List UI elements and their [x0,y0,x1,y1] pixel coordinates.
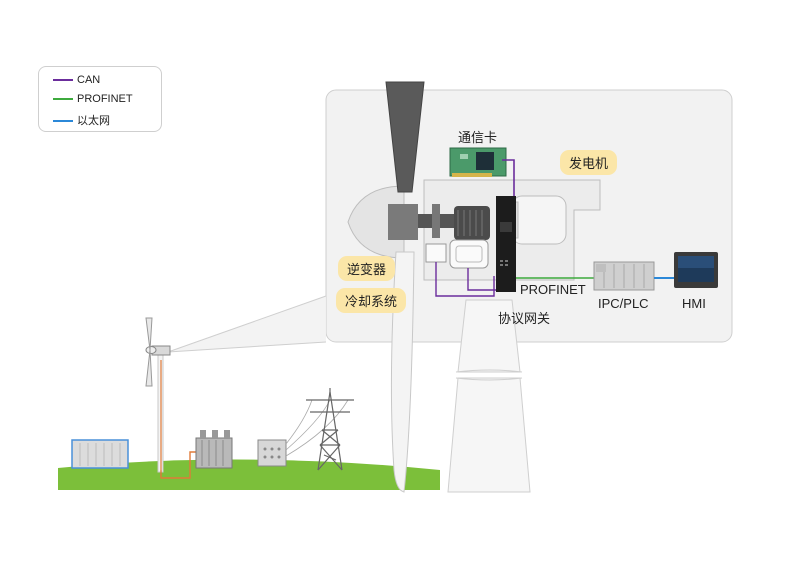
gearbox [454,206,490,240]
legend-item-ethernet: 以太网 [53,112,110,128]
legend: CAN PROFINET 以太网 [38,66,162,132]
switchgear-cabinet [257,439,287,467]
container-unit [71,439,129,469]
comm-card [449,147,507,177]
label-ipc-plc: IPC/PLC [598,296,649,311]
label-hmi: HMI [682,296,706,311]
label-comm-card: 通信卡 [458,130,498,145]
legend-item-profinet: PROFINET [53,93,133,105]
inverter-unit [425,243,447,263]
transformer [195,437,233,469]
power-pylon [306,388,354,471]
label-generator: 发电机 [560,150,618,175]
small-turbine-blades [145,317,153,387]
label-inverter: 逆变器 [338,256,396,281]
blade-top [385,81,425,193]
label-cooling-system: 冷却系统 [336,288,407,313]
ipc-plc-unit [593,261,655,291]
label-profinet: PROFINET [520,282,586,297]
protocol-gateway [496,196,516,292]
legend-item-can: CAN [53,74,100,86]
cooling-unit [449,239,489,269]
label-protocol-gateway: 协议网关 [498,311,551,326]
grass-ground [58,459,440,490]
generator-unit [511,195,567,245]
hmi-screen [674,252,718,288]
